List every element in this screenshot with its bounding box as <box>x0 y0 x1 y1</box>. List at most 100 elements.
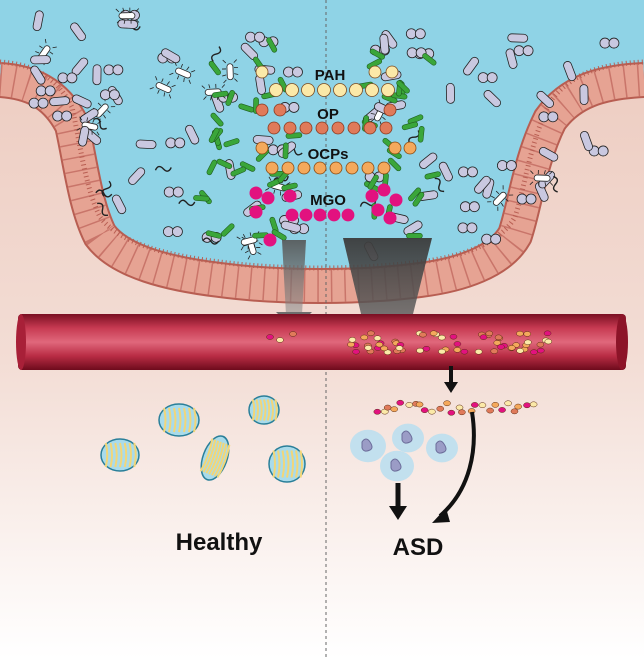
bacterium-rod <box>79 108 99 124</box>
mitochondrion-crista <box>119 442 123 468</box>
metabolite-particle <box>285 83 299 97</box>
bacterium-body <box>155 82 172 93</box>
bacterium-green <box>424 171 441 180</box>
mitochondrion-crista <box>216 444 231 478</box>
bacterium-coccus <box>496 160 508 171</box>
leaked-metabolite <box>415 401 424 408</box>
bacterium-spiral <box>552 175 559 193</box>
mitochondrion-crista <box>104 442 109 468</box>
mitochondrion-crista <box>255 399 259 421</box>
leaked-metabolite <box>447 409 456 416</box>
label-mgo: MGO <box>310 192 346 209</box>
blood-metabolite <box>516 348 524 354</box>
metabolite-particle <box>388 141 402 155</box>
bacterium-spiral <box>95 189 113 198</box>
bacterium-rod <box>538 146 559 162</box>
bacterium-coccus <box>405 28 417 40</box>
leaked-metabolite <box>455 404 464 411</box>
bacterium-green <box>412 191 425 207</box>
bacterium-rod <box>92 64 102 86</box>
blood-metabolite <box>364 345 372 351</box>
mitochondrion-crista <box>208 441 222 475</box>
mitochondrion-crista <box>133 442 137 468</box>
gut-microbiota <box>28 7 620 262</box>
bacterium-flagella <box>487 185 514 211</box>
metabolite-particle-mgo <box>371 203 385 217</box>
leaked-metabolite <box>373 408 382 415</box>
blood-metabolite <box>373 335 382 341</box>
bacterium-body <box>240 236 258 246</box>
leak-arrow-head <box>444 382 458 393</box>
intestinal-lumen <box>0 0 644 286</box>
mitochondrion-crista <box>205 440 220 474</box>
mitochondrion <box>100 438 140 472</box>
bacterium-coccus <box>57 72 69 84</box>
metabolite-particle <box>255 65 269 79</box>
metabolite-particle <box>365 83 379 97</box>
blood-metabolite <box>347 341 355 348</box>
bacterium-flagella <box>221 59 239 84</box>
bacterium-flagellated <box>221 59 239 84</box>
bacterium-spiral <box>178 199 196 207</box>
bacterium-green <box>367 174 379 190</box>
bacterium-coccus <box>477 72 489 83</box>
mitochondrion-crista <box>295 450 299 478</box>
bacterium-green <box>223 138 240 148</box>
bacterium-coccus <box>163 226 174 238</box>
metabolite-particle <box>363 121 377 135</box>
bacterium-coccus <box>522 45 534 57</box>
bacterium-body <box>533 174 551 182</box>
bacterium-body <box>492 191 507 206</box>
metabolite-particle-mgo <box>377 183 391 197</box>
blood-metabolite <box>422 345 431 352</box>
bacterium-rod <box>32 10 44 32</box>
mitochondrion-crista <box>178 407 182 433</box>
metabolite-particle <box>331 121 345 135</box>
bacterium-coccus <box>28 97 40 109</box>
bloodstream-metabolites <box>266 330 553 356</box>
bacterium-coccus <box>457 222 469 234</box>
bacterium-green <box>239 161 256 172</box>
bacterium-coccus <box>406 47 418 59</box>
bacterium-rod <box>534 181 549 202</box>
leaked-metabolite <box>428 408 436 415</box>
blood-metabolite <box>485 330 494 337</box>
blood-metabolite <box>530 349 538 355</box>
bacterium-flagella <box>115 7 140 24</box>
bacterium-green <box>406 233 423 239</box>
blood-metabolite <box>537 347 545 354</box>
label-ocps: OCPs <box>308 146 349 163</box>
bacterium-coccus <box>174 137 186 149</box>
metabolite-particle <box>349 83 363 97</box>
metabolite-particle <box>301 83 315 97</box>
blood-metabolite <box>438 334 446 341</box>
blood-metabolite <box>419 331 427 338</box>
bacterium-coccus <box>490 233 502 245</box>
mitochondrion-crista <box>259 399 263 421</box>
blood-metabolite <box>380 345 388 352</box>
blood-metabolite <box>453 347 462 353</box>
bacterium-rod <box>507 33 529 43</box>
blood-metabolite <box>383 349 392 356</box>
bacterium-rod <box>505 48 518 69</box>
leaked-metabolite <box>498 407 506 413</box>
bacterium-coccus <box>292 66 303 78</box>
leaked-metabolite <box>405 402 414 408</box>
bacterium-coccus <box>547 111 559 123</box>
mitochondrion-crista <box>188 407 192 433</box>
metabolite-particle <box>299 208 313 222</box>
bacterium-coccus <box>267 144 279 156</box>
bacterium-flagella <box>201 83 226 101</box>
mitochondrion <box>268 445 306 483</box>
bacterium-coccus <box>467 166 478 178</box>
bacterium-coccus <box>35 85 47 97</box>
bacterium-rod <box>483 90 501 108</box>
direct-to-asd-arrow-head <box>432 508 450 523</box>
metabolite-particle <box>341 208 355 222</box>
bacterium-coccus <box>458 166 469 178</box>
bacterium-spiral <box>96 202 109 217</box>
metabolite-particle-mgo <box>383 211 397 225</box>
metabolite-particle-mgo <box>389 193 403 207</box>
mitochondrion <box>199 435 231 481</box>
bacterium-green <box>216 158 233 170</box>
